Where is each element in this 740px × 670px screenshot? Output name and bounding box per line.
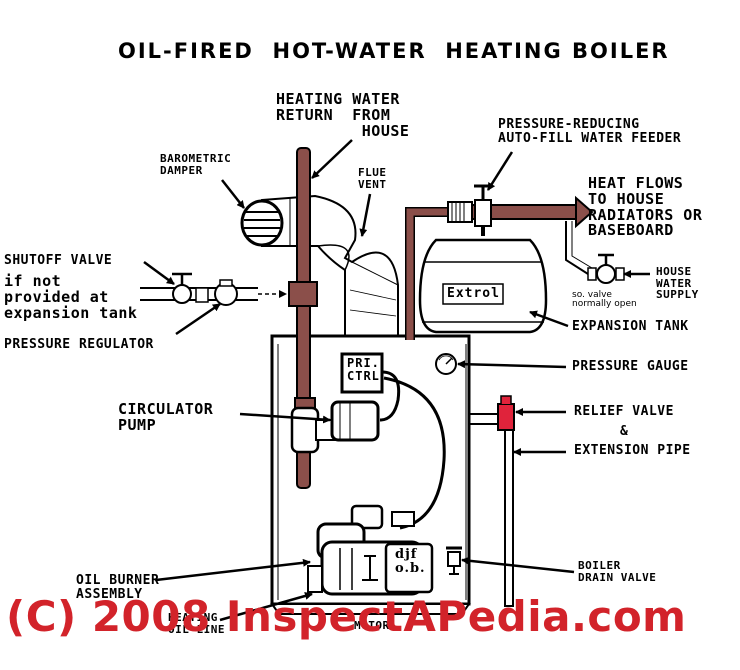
supply-pipe <box>405 207 460 340</box>
relief-valve <box>469 395 515 607</box>
barometric-damper <box>240 199 284 247</box>
control-wiring-2 <box>383 376 446 530</box>
arrow-regulator <box>175 302 221 336</box>
label-heating-oil-line: HEATING OIL LINE <box>168 611 225 636</box>
label-so-valve: so. valve normally open <box>572 290 637 310</box>
label-house-water-supply: HOUSE WATER SUPPLY <box>656 265 699 302</box>
arrow-gauge <box>457 360 567 369</box>
house-supply-valve <box>565 221 650 284</box>
auto-fill-feeder <box>447 184 492 236</box>
label-flue-vent: FLUE VENT <box>358 166 387 191</box>
copyright-watermark: (C) 2008 InspectAPedia.com <box>6 592 687 641</box>
label-oil-burner-assembly: OIL BURNER ASSEMBLY <box>76 573 160 602</box>
arrow-feeder <box>486 151 514 191</box>
arrow-burner <box>155 558 311 582</box>
label-heat-flows: HEAT FLOWS TO HOUSE RADIATORS OR BASEBOA… <box>588 174 703 240</box>
label-pressure-gauge: PRESSURE GAUGE <box>572 359 689 374</box>
burner-badge: djf o.b. <box>395 547 426 576</box>
arrow-damper <box>221 179 245 209</box>
arrow-circulator <box>239 412 331 424</box>
label-circulator-pump: CIRCULATOR PUMP <box>118 400 214 434</box>
label-relief-valve: RELIEF VALVE <box>574 404 674 419</box>
oil-burner-assembly <box>307 504 434 596</box>
arrow-return <box>311 139 353 179</box>
arrow-drain <box>461 556 575 574</box>
label-extension-pipe: EXTENSION PIPE <box>574 443 691 458</box>
heat-flow-pipe <box>465 195 594 229</box>
label-pressure-reducing-feeder: PRESSURE-REDUCING AUTO-FILL WATER FEEDER <box>498 117 682 146</box>
expansion-tank <box>418 238 548 334</box>
pressure-gauge <box>435 353 457 375</box>
control-wiring <box>379 370 401 422</box>
label-barometric-damper: BAROMETRIC DAMPER <box>160 152 232 177</box>
arrow-flue <box>359 193 372 237</box>
primary-control <box>340 352 384 394</box>
boiler-drain-valve <box>446 546 462 575</box>
label-heating-water-return: HEATING WATER RETURN FROM HOUSE <box>276 90 410 140</box>
label-pressure-regulator: PRESSURE REGULATOR <box>4 337 154 352</box>
arrow-oil-line <box>219 592 313 622</box>
diagram-title: OIL-FIRED HOT-WATER HEATING BOILER <box>118 39 670 63</box>
primary-control-plate: PRI. CTRL <box>347 356 380 384</box>
arrow-shutoff <box>143 260 175 286</box>
label-boiler-drain-valve: BOILER DRAIN VALVE <box>578 559 657 584</box>
label-motor: MOTOR <box>354 619 390 632</box>
label-shutoff-note: if not provided at expansion tank <box>4 272 138 322</box>
feed-water-line <box>140 272 258 306</box>
leader-arrows <box>143 139 650 622</box>
label-shutoff-valve: SHUTOFF VALVE <box>4 253 113 268</box>
label-relief-and: & <box>620 424 629 439</box>
arrow-expansion <box>529 310 569 328</box>
extrol-plate: Extrol <box>447 286 500 301</box>
label-expansion-tank: EXPANSION TANK <box>572 319 689 334</box>
